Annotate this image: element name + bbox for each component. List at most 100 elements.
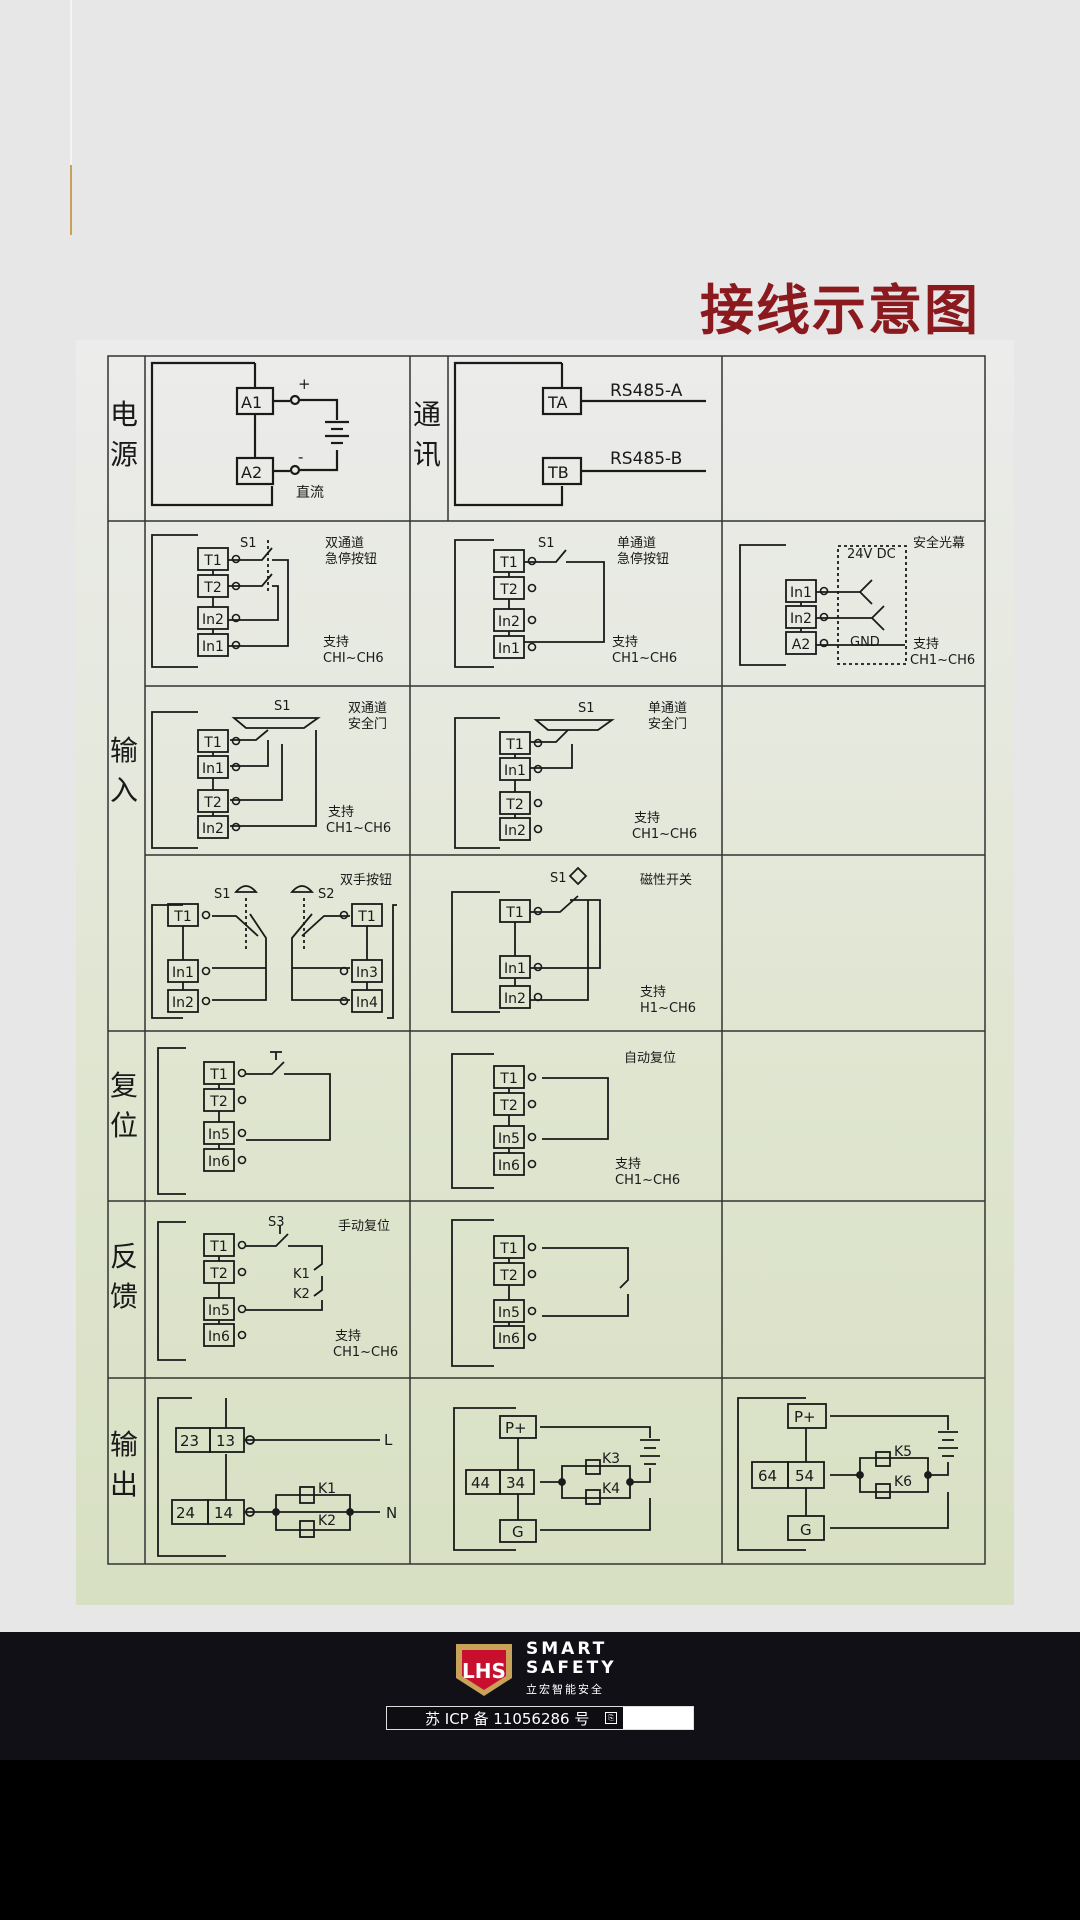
power-diagram: A1 A2 + - 直流 [150, 361, 349, 507]
terminal-screw [533, 798, 543, 808]
terminal-in6 [203, 1148, 235, 1172]
terminal-label: T1 [203, 735, 221, 751]
terminal-in6 [203, 1323, 235, 1347]
comm-line1-text: RS485-A [610, 381, 683, 401]
terminal-screw [231, 762, 241, 772]
terminal-screw [231, 613, 241, 623]
terminal-label: T2 [203, 580, 221, 596]
terminal-screw [237, 1267, 247, 1277]
terminal-in2 [197, 815, 229, 839]
terminal-label: T1 [499, 555, 517, 571]
door-single-sup1: 支持 [634, 811, 660, 826]
trans2-p: P+ [794, 1408, 816, 1426]
copy-icon: ⎘ [605, 1712, 617, 1724]
wiring-panel [76, 340, 1014, 1605]
terminal-screw [533, 738, 543, 748]
terminal-label: In6 [498, 1158, 520, 1174]
terminal-label: In1 [172, 965, 194, 981]
terminal-screw [527, 1306, 537, 1316]
terminal-label: In1 [202, 639, 224, 655]
brand-smart: SMART [526, 1639, 608, 1659]
terminal-in1 [197, 633, 229, 657]
two-hand-s2: S2 [318, 887, 335, 902]
terminal-a2 [785, 631, 817, 655]
door-single-sup2: CH1~CH6 [632, 827, 697, 842]
icp-bar[interactable]: 苏 ICP 备 11056286 号 ⎘ [386, 1706, 694, 1730]
door-dual-wires: S1 双通道 安全门 支持 CH1~CH6 [151, 699, 391, 849]
terminal-in2 [167, 989, 199, 1013]
terminal-label: T2 [209, 1094, 227, 1110]
row-labels: 电源 通讯 输入 复位 反馈 输出 [110, 398, 441, 1501]
terminal-label: In1 [790, 585, 812, 601]
fb-manual-k2: K2 [293, 1287, 310, 1302]
door-single-switch: S1 [578, 701, 595, 716]
terminal-label: T2 [499, 582, 517, 598]
terminal-screw [527, 1159, 537, 1169]
terminal-in6 [493, 1152, 525, 1176]
terminal-label: T2 [203, 795, 221, 811]
estop-dual-wires: S1 双通道 急停按钮 支持 CHI~CH6 [151, 534, 384, 668]
reset-auto-sup2: CH1~CH6 [615, 1173, 680, 1188]
power-a2-text: A2 [241, 463, 262, 482]
icp-text[interactable]: 苏 ICP 备 11056286 号 [425, 1710, 590, 1728]
terminal-label: T2 [505, 797, 523, 813]
label-input: 输入 [110, 734, 138, 807]
terminal-screw [237, 1240, 247, 1250]
terminal-label: In1 [504, 763, 526, 779]
feedback-manual-wires: S3 手动复位 K1 K2 支持 CH1~CH6 [157, 1215, 398, 1361]
terminal-screw [819, 612, 829, 622]
terminal-screw [527, 1099, 537, 1109]
terminal-label: T2 [499, 1098, 517, 1114]
wiring-diagram: 电源 通讯 输入 复位 反馈 输出 A1 A2 + - 直流 [107, 355, 986, 1565]
terminal-in2 [499, 817, 531, 841]
terminal-screw [237, 1128, 247, 1138]
icp-blank [623, 1707, 693, 1729]
door-single-cap2: 安全门 [648, 716, 687, 732]
lhs-logo-icon: LHS [456, 1644, 512, 1696]
footer [0, 1632, 1080, 1760]
fb-manual-sup1: 支持 [335, 1329, 361, 1344]
trans1-g: G [512, 1523, 524, 1541]
terminal-screw [231, 822, 241, 832]
decor-line-gold [70, 165, 72, 235]
page-title: 接线示意图 [700, 279, 980, 342]
estop-single-sup1: 支持 [612, 635, 638, 650]
out-k1: K1 [318, 1481, 336, 1497]
two-hand-caption: 双手按钮 [340, 873, 392, 888]
estop-dual-cap2: 急停按钮 [325, 551, 377, 567]
reset-auto-caption: 自动复位 [624, 1051, 676, 1066]
estop-single-switch: S1 [538, 536, 555, 551]
terminal-label: In5 [208, 1303, 230, 1319]
terminal-label: T1 [173, 909, 191, 925]
power-minus: - [298, 448, 303, 466]
fb-manual-caption: 手动复位 [338, 1219, 390, 1234]
terminal-screw [527, 1132, 537, 1142]
magnetic-sup1: 支持 [640, 985, 666, 1000]
out-24: 24 [176, 1504, 195, 1522]
terminal-label: In1 [504, 961, 526, 977]
output-relay: 23 13 24 14 L N K1 K2 [157, 1397, 397, 1557]
door-dual-switch: S1 [274, 699, 291, 714]
terminal-label: A2 [792, 637, 810, 653]
terminal-label: In2 [202, 612, 224, 628]
terminal-label: In2 [504, 991, 526, 1007]
door-dual-cap2: 安全门 [348, 716, 387, 732]
terminal-screw [533, 906, 543, 916]
lc-gnd: GND [850, 635, 880, 650]
label-feedback: 反馈 [110, 1240, 138, 1313]
terminal-label: T1 [499, 1071, 517, 1087]
terminal-label: In6 [208, 1154, 230, 1170]
estop-single-sup2: CH1~CH6 [612, 651, 677, 666]
bottom-band [0, 1760, 1080, 1920]
terminal-screw [527, 615, 537, 625]
terminal-label: In2 [202, 821, 224, 837]
terminal-label: In6 [498, 1331, 520, 1347]
estop-single-wires: S1 单通道 急停按钮 支持 CH1~CH6 [454, 536, 677, 668]
light-curtain-wires: 安全光幕 24V DC GND 支持 CH1~CH6 [739, 535, 975, 668]
trans1-k3: K3 [602, 1451, 620, 1467]
terminal-label: In2 [172, 995, 194, 1011]
terminal-screw [527, 1242, 537, 1252]
terminal-screw [201, 910, 211, 920]
terminal-label: T2 [499, 1268, 517, 1284]
terminal-label: T2 [209, 1266, 227, 1282]
